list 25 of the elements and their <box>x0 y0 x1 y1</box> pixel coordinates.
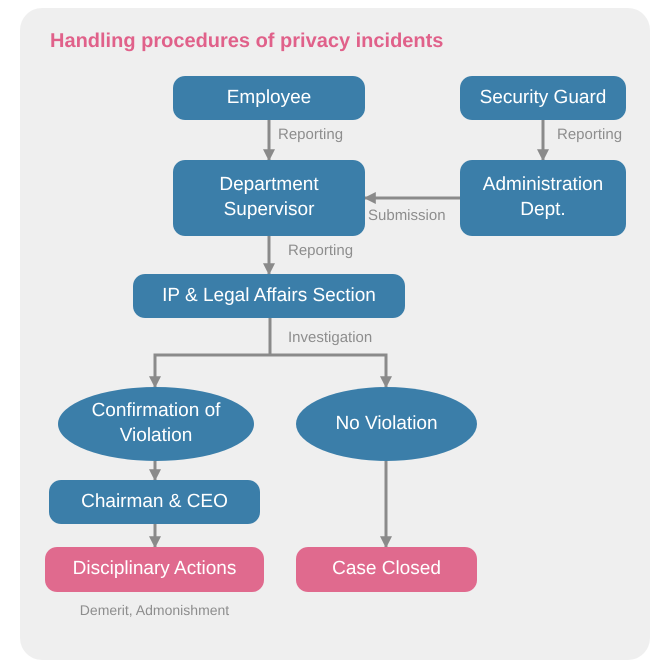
decision-oval: No Violation <box>296 387 477 461</box>
arrow <box>380 461 392 548</box>
edge-label: Reporting <box>278 126 344 143</box>
process-box: Employee <box>173 76 365 120</box>
diagram-title: Handling procedures of privacy incidents <box>50 30 444 53</box>
note-text: Demerit, Admonishment <box>80 602 230 618</box>
process-box: Administration Dept. <box>460 160 626 236</box>
decision-oval: Confirmation of Violation <box>58 387 254 461</box>
edge-label: Reporting <box>557 126 622 143</box>
process-box: Department Supervisor <box>173 160 365 236</box>
arrow <box>364 192 460 204</box>
process-box: Case Closed <box>296 547 477 592</box>
arrow <box>268 318 392 388</box>
arrow <box>263 120 275 162</box>
edge-label: Reporting <box>288 242 354 259</box>
edge-label: Investigation <box>288 329 372 346</box>
process-box: Chairman & CEO <box>49 480 260 524</box>
process-box: Security Guard <box>460 76 626 120</box>
arrow <box>149 461 161 482</box>
edge-label: Submission <box>368 207 446 224</box>
arrow <box>263 236 275 276</box>
arrow <box>149 524 161 548</box>
process-box: Disciplinary Actions <box>45 547 264 592</box>
process-box: IP & Legal Affairs Section <box>133 274 405 318</box>
arrow <box>537 120 549 162</box>
